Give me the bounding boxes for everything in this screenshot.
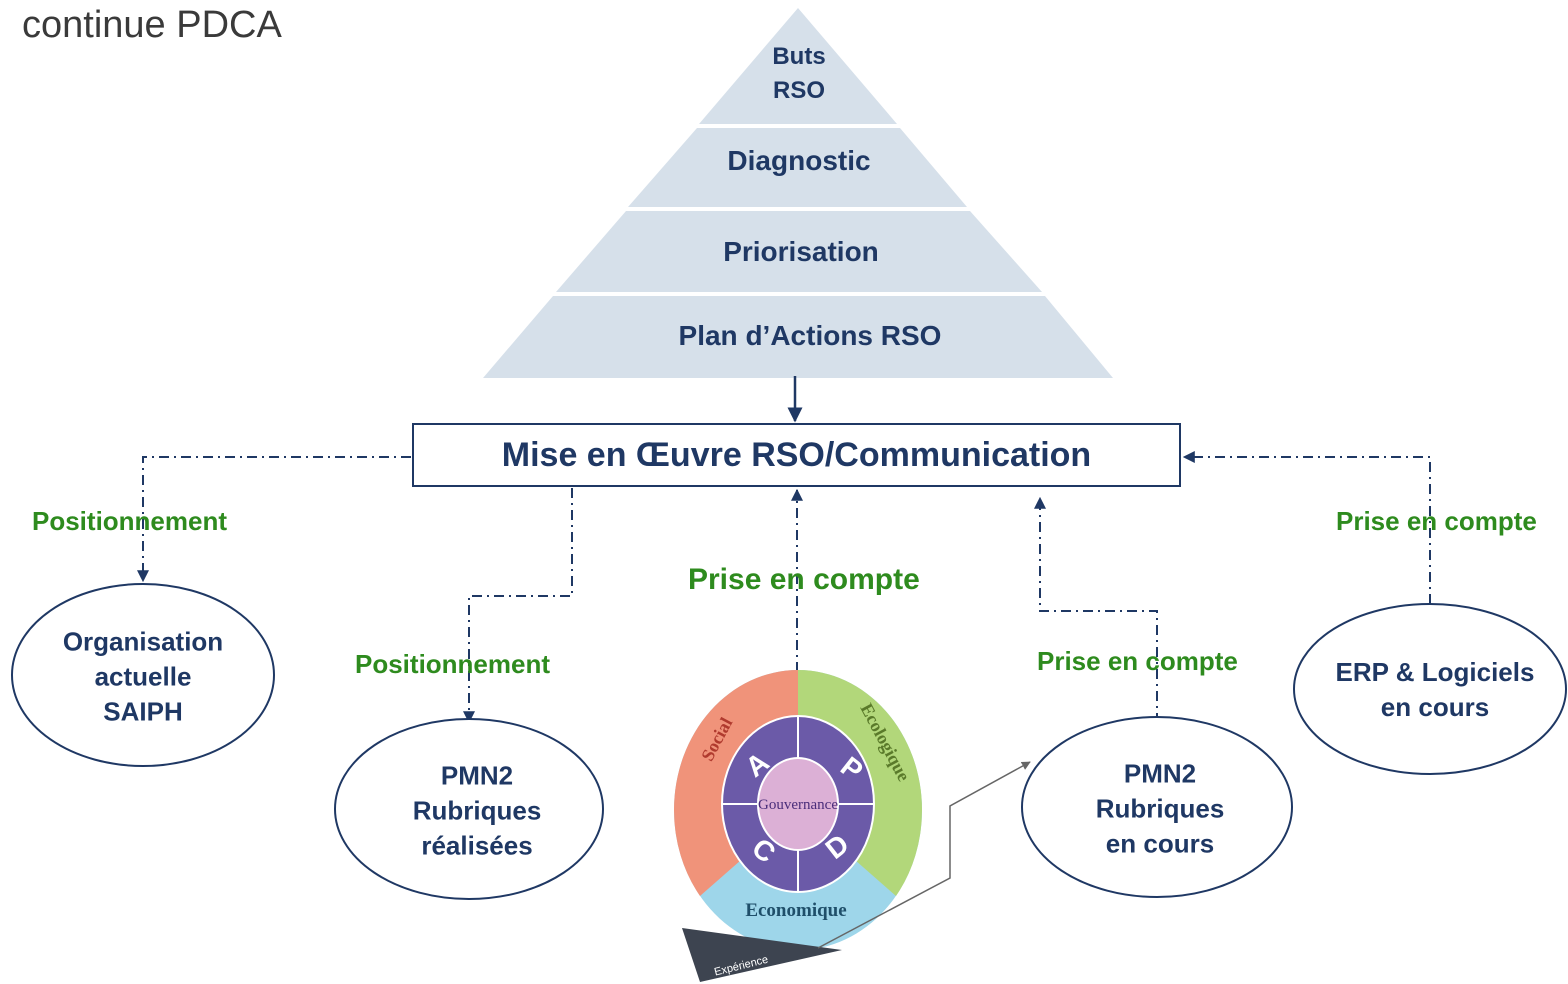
pmn2-done-label: PMN2 Rubriques réalisées [413, 759, 542, 864]
pyramid-level-1 [699, 8, 897, 124]
pyramid-level-4 [483, 296, 1113, 378]
wheel-economique-label: Economique [745, 900, 846, 921]
erp-label: ERP & Logiciels en cours [1336, 655, 1535, 725]
pyramid-level-1-line2: RSO [772, 77, 825, 104]
mise-en-oeuvre-label: Mise en Œuvre RSO/Communication [501, 435, 1092, 474]
ellipse-organisation [11, 583, 275, 767]
pyramid-level-3 [556, 211, 1042, 292]
prise-center-label: Prise en compte [688, 563, 920, 596]
pmn2-progress-line1: PMN2 [1123, 758, 1197, 789]
positionnement-left-label: Positionnement [32, 506, 228, 536]
prise-right-label: Prise en compte [1336, 506, 1537, 536]
pmn2-progress-line2: Rubriques [1095, 793, 1225, 824]
connector-pmn2-progress [1034, 496, 1158, 723]
organisation-label: Organisation actuelle SAIPH [63, 625, 223, 730]
pyramid-level-3-label: Priorisation [723, 236, 879, 267]
erp-line2: en cours [1380, 692, 1490, 722]
pmn2-done-line1: PMN2 [440, 760, 514, 791]
erp-line1: ERP & Logiciels [1335, 657, 1535, 687]
pmn2-progress-label: PMN2 Rubriques en cours [1096, 757, 1225, 862]
organisation-line1: Organisation [62, 626, 224, 657]
pyramid-level-2 [628, 128, 967, 207]
pyramid-level-4-label: Plan d’Actions RSO [678, 320, 942, 351]
mise-en-oeuvre-box: Mise en Œuvre RSO/Communication [412, 423, 1181, 487]
positionnement-mid-label: Positionnement [355, 649, 551, 679]
ellipse-erp [1293, 603, 1567, 775]
pmn2-done-line3: réalisées [421, 830, 533, 861]
pyramid-level-1-line1: Buts [772, 43, 826, 70]
ellipse-pmn2-progress [1021, 716, 1293, 898]
experience-wedge [682, 928, 842, 982]
experience-arrow [817, 761, 1031, 949]
pmn2-progress-line3: en cours [1105, 828, 1215, 859]
rso-wheel [673, 670, 923, 950]
pmn2-done-line2: Rubriques [412, 795, 542, 826]
organisation-line3: SAIPH [103, 696, 183, 727]
connector-pmn2-done [463, 466, 573, 724]
connector-erp [1182, 451, 1431, 604]
ellipse-pmn2-done [334, 718, 604, 900]
organisation-line2: actuelle [94, 661, 192, 692]
prise-right-mid-label: Prise en compte [1037, 646, 1238, 676]
page-title: continue PDCA [22, 4, 282, 46]
wheel-center-label: Gouvernance [758, 797, 838, 813]
pyramid-level-1-label: Buts RSO [772, 40, 825, 108]
pyramid-level-2-label: Diagnostic [727, 145, 871, 176]
connector-organisation [137, 456, 411, 583]
